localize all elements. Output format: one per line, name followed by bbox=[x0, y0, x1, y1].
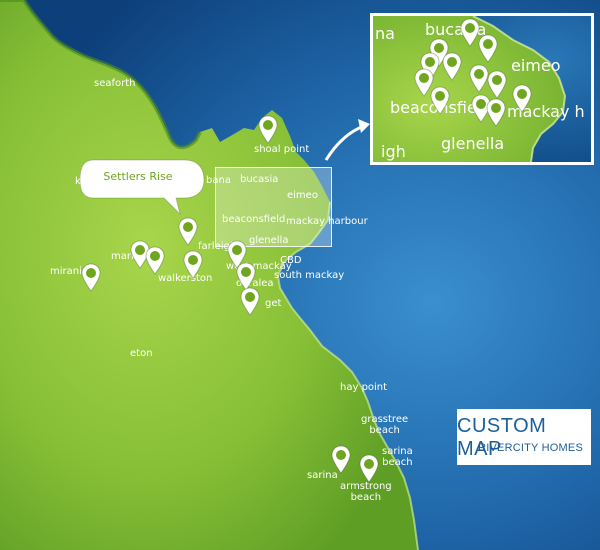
label-glenella: glenella bbox=[249, 235, 289, 246]
inset-base bbox=[373, 16, 591, 162]
coastline bbox=[276, 201, 419, 550]
featured-estate-name: Settlers Rise bbox=[103, 170, 173, 183]
label-bakers-creek-partial: get bbox=[265, 298, 282, 309]
label-west-mackay: west mackay bbox=[226, 261, 292, 272]
label-eimeo: eimeo bbox=[287, 190, 318, 201]
map-pin-icon[interactable] bbox=[459, 18, 481, 48]
inset-label-glenella: glenella bbox=[441, 134, 505, 153]
arrow-head bbox=[358, 119, 370, 133]
map-pin-icon[interactable] bbox=[257, 115, 279, 145]
map-pin-icon[interactable] bbox=[477, 34, 499, 64]
map-pin-icon[interactable] bbox=[330, 445, 352, 475]
label-eton: eton bbox=[130, 348, 153, 359]
inset-label-mackay-harbour: mackay h bbox=[507, 102, 585, 121]
label-armstrong-beach: armstrong beach bbox=[340, 481, 392, 503]
brand-box: CUSTOM MAP RIVERCITY HOMES bbox=[457, 409, 591, 465]
mainland bbox=[0, 0, 418, 550]
label-marian: marian bbox=[111, 251, 147, 262]
label-cbd: CBD bbox=[280, 255, 302, 266]
inset-coastline bbox=[472, 16, 567, 162]
label-farleigh: farleigh bbox=[198, 241, 237, 252]
label-bana-partial: bana bbox=[206, 175, 231, 186]
map-pin-icon[interactable] bbox=[358, 454, 380, 484]
map-pin-icon[interactable] bbox=[80, 263, 102, 293]
label-sarina: sarina bbox=[307, 470, 338, 481]
map-pin-icon[interactable] bbox=[226, 240, 248, 270]
brand-subtitle: RIVERCITY HOMES bbox=[478, 442, 583, 454]
map-pin-icon[interactable] bbox=[485, 98, 507, 128]
coast-shadow bbox=[0, 0, 202, 150]
label-mirani: mirani bbox=[50, 266, 82, 277]
label-walkerston: walkerston bbox=[158, 273, 213, 284]
map-pin-icon[interactable] bbox=[468, 64, 490, 94]
map-pin-icon[interactable] bbox=[182, 250, 204, 280]
map-pin-icon[interactable] bbox=[129, 240, 151, 270]
map-pin-icon[interactable] bbox=[239, 287, 261, 317]
label-seaforth: seaforth bbox=[94, 78, 136, 89]
label-grasstree-beach: grasstree beach bbox=[361, 414, 409, 436]
label-shoal-point: shoal point bbox=[254, 144, 310, 155]
map-pin-icon[interactable] bbox=[144, 246, 166, 276]
featured-estate-bubble[interactable]: Settlers Rise bbox=[79, 158, 212, 216]
label-sarina-beach: sarina beach bbox=[382, 446, 413, 468]
inset-zoom-map[interactable]: na bucasia eimeo beaconsfield mackay h g… bbox=[370, 13, 594, 165]
label-bucasia: bucasia bbox=[240, 174, 279, 185]
label-beaconsfield: beaconsfield bbox=[222, 214, 286, 225]
inset-label-igh-partial: igh bbox=[381, 142, 406, 161]
label-k-partial: k bbox=[75, 176, 81, 187]
map-pin-icon[interactable] bbox=[429, 86, 451, 116]
map-pin-icon[interactable] bbox=[511, 84, 533, 114]
inset-label-na-partial: na bbox=[375, 24, 395, 43]
label-ooralea: ooralea bbox=[236, 278, 274, 289]
map-pin-icon[interactable] bbox=[413, 68, 435, 98]
speech-bubble-shape bbox=[79, 159, 205, 216]
inset-land bbox=[373, 16, 565, 162]
inset-label-eimeo: eimeo bbox=[511, 56, 561, 75]
map-pin-icon[interactable] bbox=[470, 94, 492, 124]
label-hay-point: hay point bbox=[340, 382, 388, 393]
map-pin-icon[interactable] bbox=[177, 217, 199, 247]
label-mackay-harbour: mackay harbour bbox=[286, 216, 368, 227]
map-pin-icon[interactable] bbox=[486, 70, 508, 100]
map-pin-icon[interactable] bbox=[441, 52, 463, 82]
label-south-mackay: south mackay bbox=[274, 270, 345, 281]
zoom-area-box[interactable] bbox=[215, 167, 332, 247]
brand-title: CUSTOM MAP bbox=[457, 415, 547, 460]
